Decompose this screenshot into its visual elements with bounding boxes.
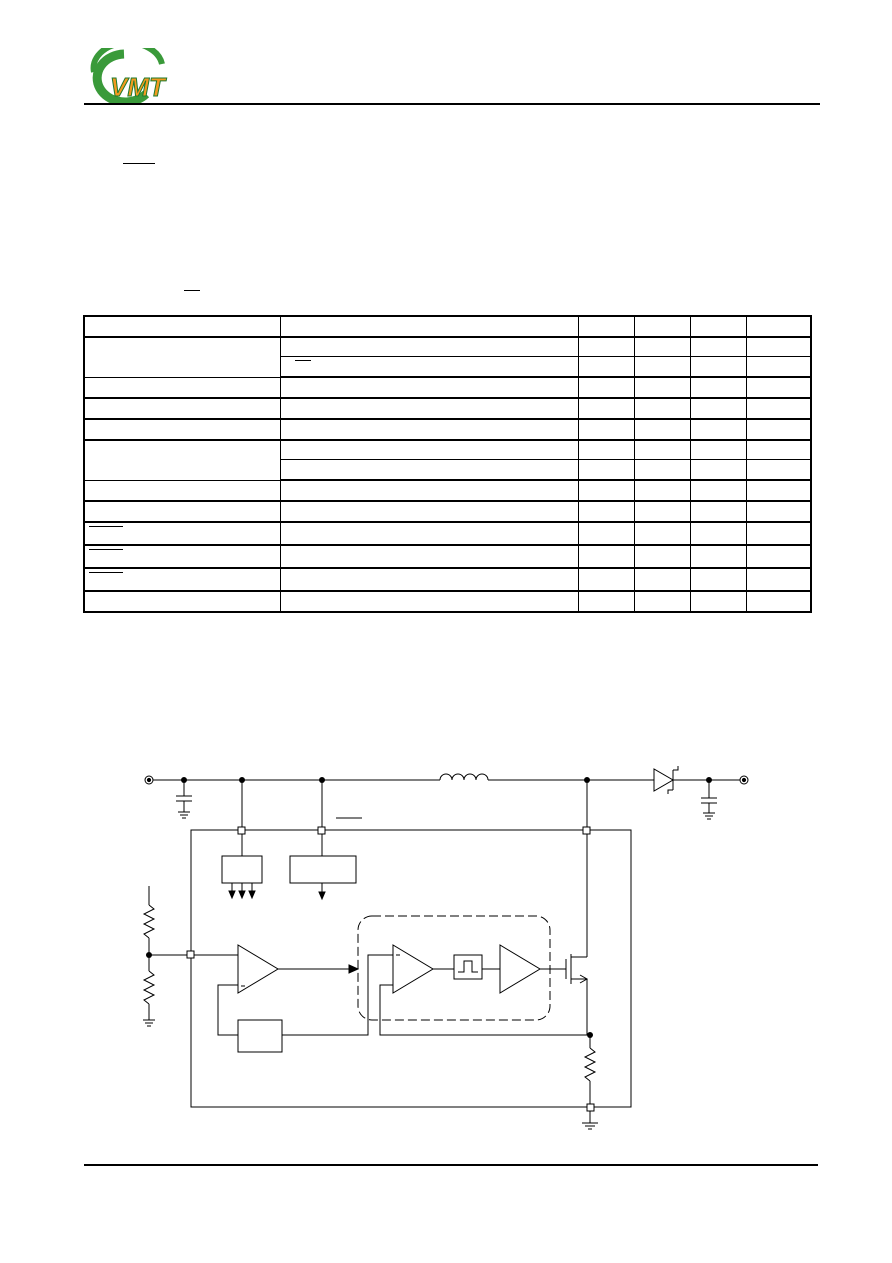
reference-output <box>318 883 326 901</box>
supply-block <box>221 855 263 884</box>
output-terminal <box>739 775 749 785</box>
table-row <box>84 459 812 482</box>
logo-text: VMT <box>110 72 167 102</box>
table-row <box>83 500 812 524</box>
ground <box>582 1111 598 1130</box>
table-row <box>83 336 812 378</box>
inductor <box>439 773 489 781</box>
power-mosfet <box>565 834 589 1035</box>
ic-boundary <box>190 829 632 1108</box>
table-row <box>83 376 812 400</box>
table-row <box>83 567 812 593</box>
input-capacitor <box>176 780 192 819</box>
pwm-comparator <box>392 944 434 994</box>
current-sense-resistor <box>583 1035 597 1104</box>
table-row <box>83 521 812 547</box>
table-row <box>83 397 812 421</box>
output-capacitor <box>701 780 717 820</box>
footer-rule <box>84 1164 818 1166</box>
table-row <box>83 479 812 503</box>
reference-block <box>289 855 357 884</box>
control-region <box>357 915 551 1021</box>
overline-mark <box>123 163 155 164</box>
table-row <box>84 356 812 379</box>
table-header-row <box>83 315 812 338</box>
feedback-divider <box>142 886 156 1027</box>
table-row <box>83 544 812 570</box>
company-logo: VMT <box>90 48 168 104</box>
gate-driver <box>499 944 541 994</box>
error-amplifier <box>237 944 279 994</box>
overline-mark <box>184 290 200 291</box>
schottky-diode <box>653 766 679 794</box>
table-row <box>83 439 812 481</box>
oscillator <box>453 954 483 980</box>
input-terminal <box>144 775 154 785</box>
header-rule <box>84 103 820 105</box>
junction-dots <box>146 777 712 1038</box>
block-diagram <box>142 766 749 1130</box>
table-row <box>83 418 812 441</box>
spec-table <box>83 315 812 613</box>
supply-outputs <box>228 883 256 900</box>
compensation-block <box>237 1019 283 1053</box>
table-row <box>83 590 812 613</box>
